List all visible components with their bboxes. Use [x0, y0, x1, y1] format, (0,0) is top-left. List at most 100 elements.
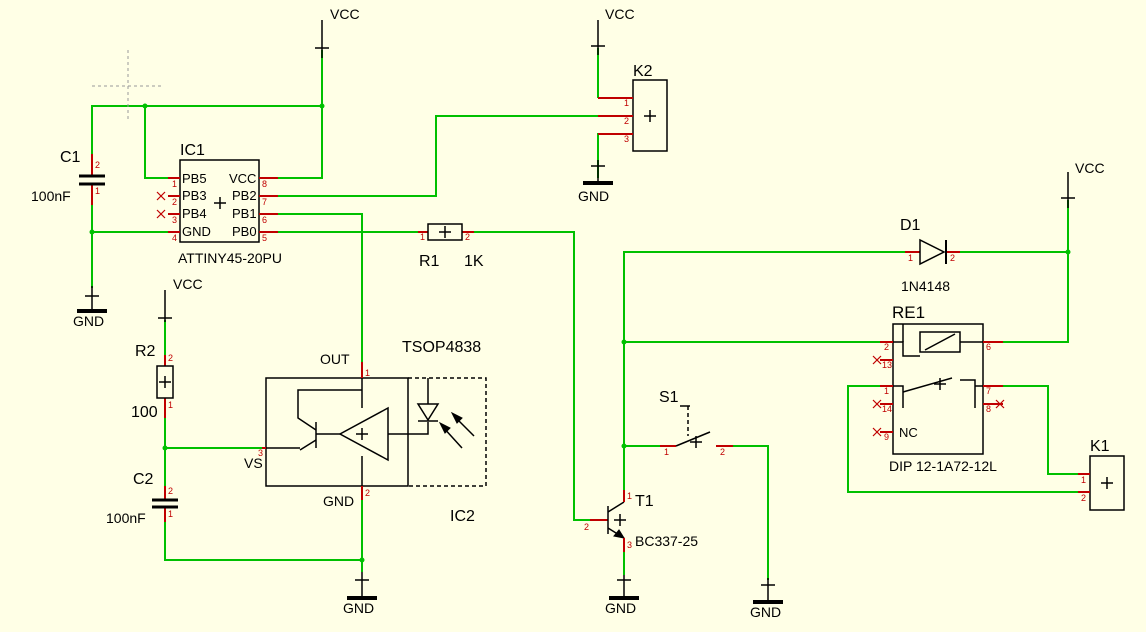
re1-nc-label: NC [899, 425, 918, 440]
r2-ref: R2 [135, 343, 156, 360]
svg-text:14: 14 [882, 404, 892, 414]
capacitor-c1: 2 1 C1 100nF [31, 149, 105, 205]
svg-text:1: 1 [1081, 475, 1086, 485]
svg-text:3: 3 [624, 134, 629, 144]
crosshair-cursor [92, 50, 164, 122]
wires [91, 48, 1078, 580]
vcc-label-4: VCC [173, 276, 203, 292]
svg-text:2: 2 [172, 197, 177, 207]
svg-text:7: 7 [262, 197, 267, 207]
svg-text:1: 1 [168, 400, 173, 410]
svg-text:2: 2 [365, 488, 370, 498]
ic2-out-label: OUT [320, 351, 350, 367]
ic1-value: ATTINY45-20PU [178, 250, 282, 266]
gnd-symbol-3: GND [343, 572, 377, 616]
svg-text:2: 2 [624, 116, 629, 126]
svg-text:3: 3 [627, 540, 632, 550]
diode-d1: 1 2 D1 1N4148 [900, 217, 960, 294]
gnd-label-5: GND [750, 604, 781, 620]
svg-text:2: 2 [884, 342, 889, 352]
connector-k2: 1 2 3 K2 [598, 63, 668, 152]
switch-s1: 1 2 S1 [659, 389, 733, 457]
svg-text:2: 2 [720, 447, 725, 457]
vcc-label-3: VCC [1075, 160, 1105, 176]
svg-text:2: 2 [168, 486, 173, 496]
c2-ref: C2 [133, 471, 154, 488]
vcc-label-2: VCC [605, 6, 635, 22]
svg-text:2: 2 [950, 253, 955, 263]
svg-text:3: 3 [258, 448, 263, 458]
svg-text:4: 4 [172, 233, 177, 243]
svg-text:6: 6 [986, 342, 991, 352]
svg-text:1: 1 [168, 509, 173, 519]
transistor-t1: 1 2 3 T1 BC337-25 [584, 490, 698, 552]
svg-text:2: 2 [168, 353, 173, 363]
svg-text:PB2: PB2 [232, 188, 257, 203]
gnd-symbol-2: GND [578, 160, 613, 204]
re1-value: DIP 12-1A72-12L [889, 458, 997, 474]
connector-k1: 1 2 K1 [1078, 438, 1125, 511]
resistor-r1: 1 2 R1 1K [418, 223, 484, 270]
svg-text:5: 5 [262, 233, 267, 243]
svg-text:13: 13 [882, 360, 892, 370]
svg-text:PB4: PB4 [182, 206, 207, 221]
gnd-symbol-5: GND [750, 578, 783, 620]
svg-text:GND: GND [182, 224, 211, 239]
vcc-label-1: VCC [330, 6, 360, 22]
gnd-label-2: GND [578, 188, 609, 204]
vcc-symbol-2: VCC [591, 6, 635, 55]
c1-value: 100nF [31, 188, 71, 204]
c1-ref: C1 [60, 149, 81, 166]
svg-text:VCC: VCC [229, 171, 256, 186]
k1-ref: K1 [1090, 438, 1110, 455]
svg-text:1: 1 [664, 447, 669, 457]
c2-value: 100nF [106, 510, 146, 526]
r1-value: 1K [464, 253, 484, 270]
s1-ref: S1 [659, 389, 679, 406]
svg-text:PB0: PB0 [232, 224, 257, 239]
svg-text:8: 8 [262, 179, 267, 189]
d1-value: 1N4148 [901, 278, 950, 294]
svg-text:1: 1 [908, 253, 913, 263]
junctions [89, 103, 1071, 563]
svg-text:6: 6 [262, 215, 267, 225]
svg-text:PB1: PB1 [232, 206, 257, 221]
svg-text:7: 7 [986, 386, 991, 396]
svg-text:PB5: PB5 [182, 171, 207, 186]
r1-ref: R1 [419, 253, 440, 270]
ic2-tsop4838: 1 3 2 OUT VS GND TSOP4838 IC2 [244, 339, 487, 525]
gnd-symbol-1: GND [73, 286, 107, 329]
svg-text:9: 9 [884, 432, 889, 442]
svg-text:2: 2 [1081, 493, 1086, 503]
capacitor-c2: 2 1 C2 100nF [106, 471, 178, 526]
svg-text:PB3: PB3 [182, 188, 207, 203]
gnd-label-4: GND [605, 600, 636, 616]
svg-text:1: 1 [420, 232, 425, 242]
d1-ref: D1 [900, 217, 921, 234]
ic2-vs-label: VS [244, 455, 263, 471]
svg-text:1: 1 [624, 98, 629, 108]
svg-text:1: 1 [365, 368, 370, 378]
svg-text:1: 1 [172, 179, 177, 189]
ic2-ref: IC2 [450, 508, 475, 525]
gnd-symbol-4: GND [605, 575, 639, 616]
ic2-gnd-label: GND [323, 493, 354, 509]
svg-text:2: 2 [465, 232, 470, 242]
vcc-symbol-1: VCC [315, 6, 360, 58]
svg-text:1: 1 [627, 491, 632, 501]
svg-text:2: 2 [95, 160, 100, 170]
gnd-label-1: GND [73, 313, 104, 329]
svg-text:1: 1 [95, 186, 100, 196]
svg-text:8: 8 [986, 404, 991, 414]
ic1-attiny: PB5 PB3 PB4 GND VCC PB2 PB1 PB0 1 2 3 4 … [156, 142, 282, 266]
svg-text:1: 1 [884, 386, 889, 396]
gnd-label-3: GND [343, 600, 374, 616]
vcc-symbol-4: VCC [158, 276, 203, 322]
resistor-r2: 2 1 R2 100 [131, 343, 174, 421]
relay-re1: 2 13 1 14 9 6 7 8 NC RE1 DIP 12-1A72-12L [872, 303, 1005, 474]
ic1-ref: IC1 [180, 142, 205, 159]
t1-value: BC337-25 [635, 533, 698, 549]
re1-ref: RE1 [892, 303, 925, 322]
vcc-symbol-3: VCC [1061, 160, 1105, 208]
